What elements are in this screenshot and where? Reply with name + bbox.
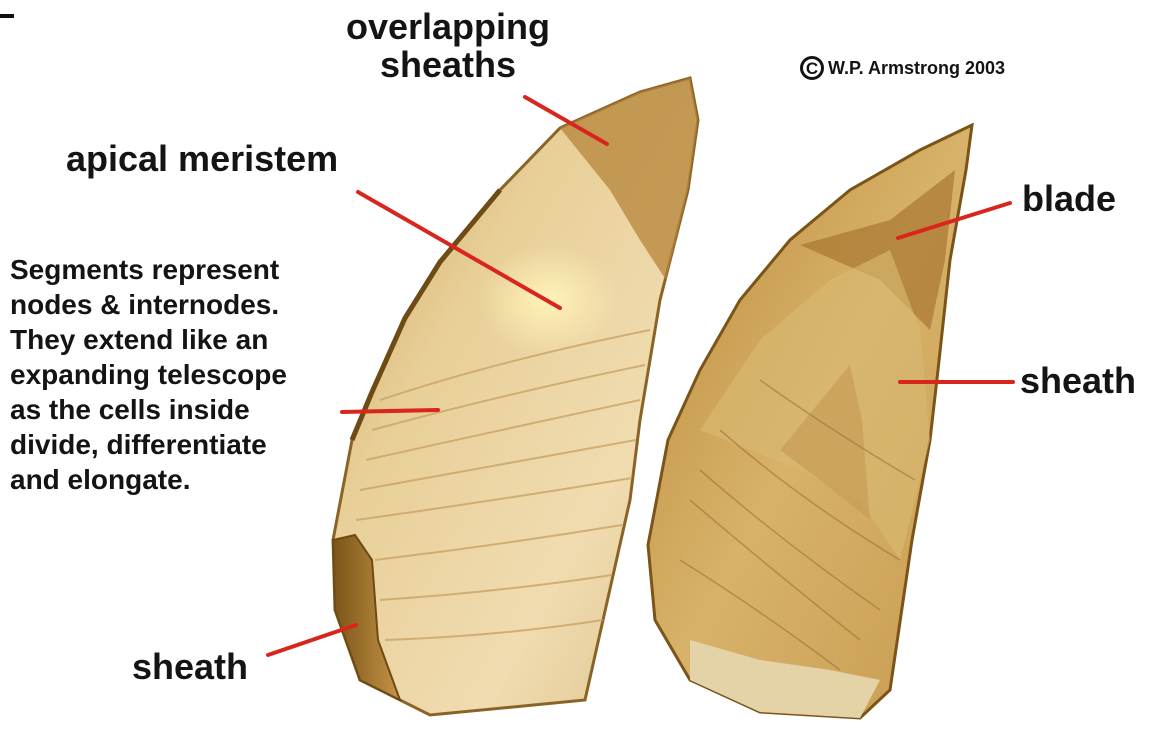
left-bamboo-shoot <box>333 78 698 715</box>
description-line: expanding telescope <box>10 357 287 392</box>
label-sheath-left: sheath <box>132 648 248 686</box>
copyright-icon: C <box>800 56 824 80</box>
label-overlapping-line2: sheaths <box>332 46 564 84</box>
description-line: Segments represent <box>10 252 287 287</box>
label-apical-meristem: apical meristem <box>66 140 338 178</box>
description-line: and elongate. <box>10 462 287 497</box>
description-line: as the cells inside <box>10 392 287 427</box>
copyright-notice: C W.P. Armstrong 2003 <box>800 56 1005 80</box>
leader-sheath-left <box>268 625 356 655</box>
description-line: divide, differentiate <box>10 427 287 462</box>
leader-segments <box>342 410 438 412</box>
label-blade: blade <box>1022 180 1116 218</box>
description-line: They extend like an <box>10 322 287 357</box>
right-bamboo-shoot <box>648 125 972 718</box>
copyright-text: W.P. Armstrong 2003 <box>828 57 1005 79</box>
label-overlapping-line1: overlapping <box>332 8 564 46</box>
label-sheath-right: sheath <box>1020 362 1136 400</box>
label-overlapping-sheaths: overlapping sheaths <box>332 8 564 84</box>
description-line: nodes & internodes. <box>10 287 287 322</box>
segments-description: Segments represent nodes & internodes. T… <box>10 252 287 497</box>
